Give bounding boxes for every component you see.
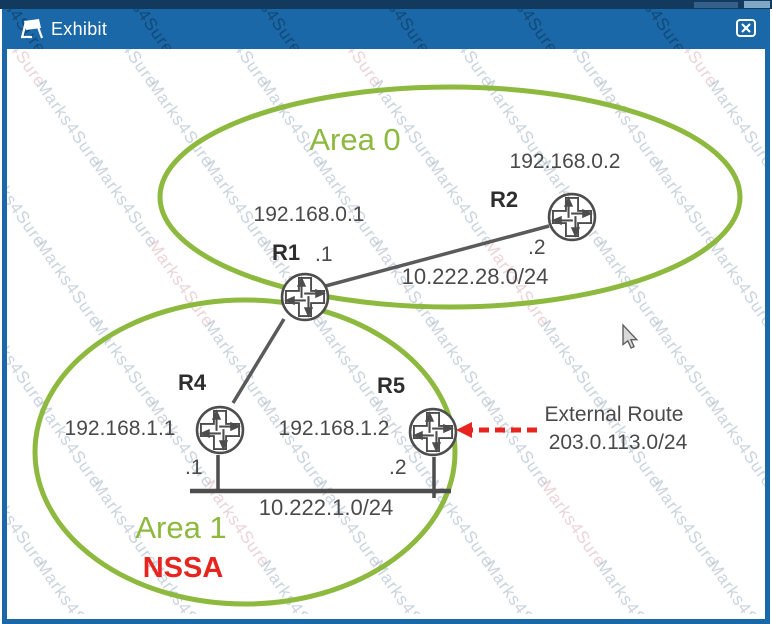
background-fragment	[744, 1, 770, 8]
exhibit-window: Marks4Sure Marks4Sure Marks4Sure Marks4Sure…	[2, 9, 770, 624]
area1-label: Area 1	[135, 510, 226, 545]
arrowhead-left-icon	[456, 422, 472, 438]
link-r1-r2	[317, 224, 550, 290]
r1-interface-label: .1	[315, 243, 333, 266]
router-icon-r2	[547, 192, 597, 242]
r1-address: 192.168.0.1	[254, 203, 365, 226]
r5-name: R5	[377, 373, 405, 398]
r2-interface-label: .2	[528, 236, 546, 259]
area1-boundary-ellipse	[32, 297, 458, 607]
background-fragment	[694, 2, 738, 8]
router-icon-r5	[408, 407, 458, 457]
watermark-text: Marks4Sure	[103, 9, 178, 49]
link-r1-r4	[231, 318, 286, 404]
close-icon	[741, 23, 751, 33]
watermark-text: Marks4Sure	[487, 9, 562, 49]
r5-address: 192.168.1.2	[279, 417, 390, 440]
r1-name: R1	[272, 240, 300, 265]
watermark-text: Marks4Sure	[359, 9, 434, 49]
area0-label: Area 0	[309, 122, 400, 157]
router-icon-r1	[280, 272, 330, 322]
r4-address: 192.168.1.1	[65, 417, 176, 440]
exhibit-easel-icon	[18, 16, 44, 42]
r2-address: 192.168.0.2	[510, 150, 621, 173]
watermark-text: Marks4Sure	[231, 9, 306, 49]
r4-name: R4	[178, 370, 207, 395]
external-route-arrow	[456, 422, 537, 438]
r2-name: R2	[490, 187, 518, 212]
network-topology-diagram: Area 0 Area 1 NSSA 10.222.28.0/24 10.222…	[32, 84, 743, 607]
area1-subnet-label: 10.222.1.0/24	[259, 495, 394, 520]
external-route-prefix: 203.0.113.0/24	[549, 431, 688, 454]
external-route-label: External Route	[545, 403, 684, 426]
window-title: Exhibit	[51, 18, 108, 39]
r4-interface-label: .1	[185, 456, 203, 479]
r5-interface-label: .2	[389, 456, 407, 479]
router-icon-r4	[195, 405, 245, 455]
area0-subnet-label: 10.222.28.0/24	[402, 264, 549, 289]
area1-nssa-label: NSSA	[143, 552, 224, 584]
mouse-cursor-icon	[622, 323, 639, 349]
background-window-strip	[0, 0, 772, 9]
titlebar[interactable]: Marks4Sure Marks4Sure Marks4Sure Marks4Sure…	[7, 9, 765, 49]
area0-boundary-ellipse	[157, 84, 743, 310]
watermark-text: Marks4Sure	[615, 9, 690, 49]
close-button[interactable]	[736, 19, 756, 37]
watermark-layer-titlebar: Marks4Sure Marks4Sure Marks4Sure Marks4Sure…	[7, 9, 765, 49]
